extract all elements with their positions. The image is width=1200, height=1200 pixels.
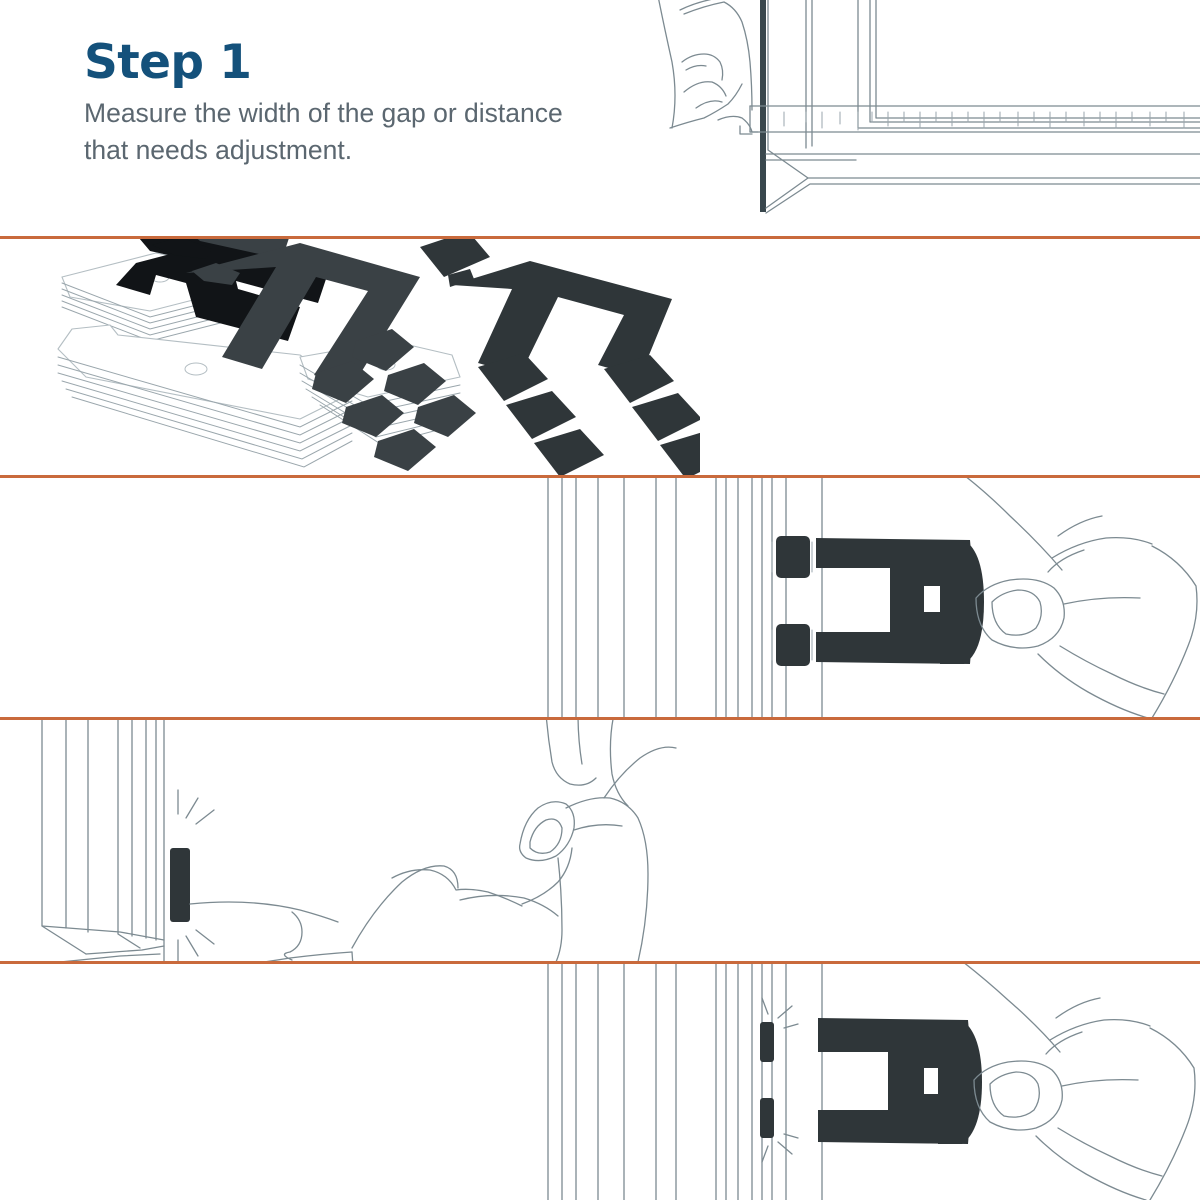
step-1-title: Step 1 [84, 35, 252, 90]
seated-shim-stubs [760, 1022, 774, 1138]
divider-4 [0, 961, 1200, 964]
divider-2 [0, 475, 1200, 478]
step-4-illustration [0, 718, 680, 962]
step-band-5: Step 5 Break off any excess shims. [0, 962, 1200, 1200]
step-1-description: Measure the width of the gap or distance… [84, 98, 563, 165]
shim-in-gap [816, 538, 984, 664]
white-shim-stack-lower [57, 324, 353, 468]
step-1-illustration [600, 0, 1200, 237]
divider-1 [0, 236, 1200, 239]
step-band-2: Step 2 Select a shim that is slightly la… [0, 237, 1200, 476]
shim-dark-middle [186, 237, 476, 471]
divider-3 [0, 717, 1200, 720]
shim-tip-tabs [776, 536, 810, 666]
step-band-3: Step 3 Insert the shim into the gap. [0, 476, 1200, 718]
step-band-1: Step 1 Measure the width of the gap or d… [0, 0, 1200, 237]
step-3-illustration [540, 476, 1200, 718]
step-5-illustration [540, 962, 1200, 1200]
shim-single-right [420, 237, 700, 476]
impact-marks [177, 789, 215, 962]
step-2-illustration [0, 237, 700, 476]
step-band-4: Step 4 Gently tap the shim into place. [0, 718, 1200, 962]
break-marks [761, 997, 799, 1163]
shim-edge-being-tapped [170, 848, 190, 922]
broken-off-shim-piece [818, 1018, 982, 1144]
step-1-text: Step 1 Measure the width of the gap or d… [84, 38, 604, 168]
